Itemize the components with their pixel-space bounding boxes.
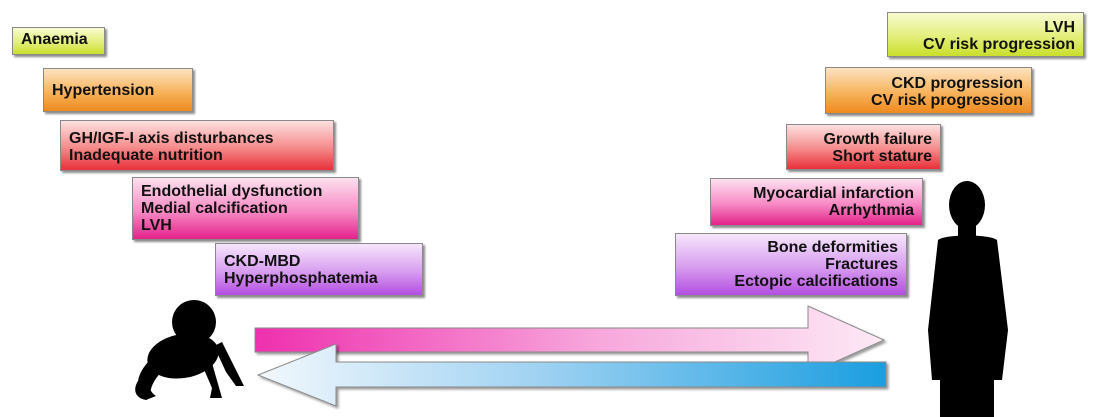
baby-silhouette-icon: [135, 300, 244, 400]
left-arrow-icon: [258, 344, 886, 406]
adult-silhouette-icon: [928, 181, 1008, 417]
